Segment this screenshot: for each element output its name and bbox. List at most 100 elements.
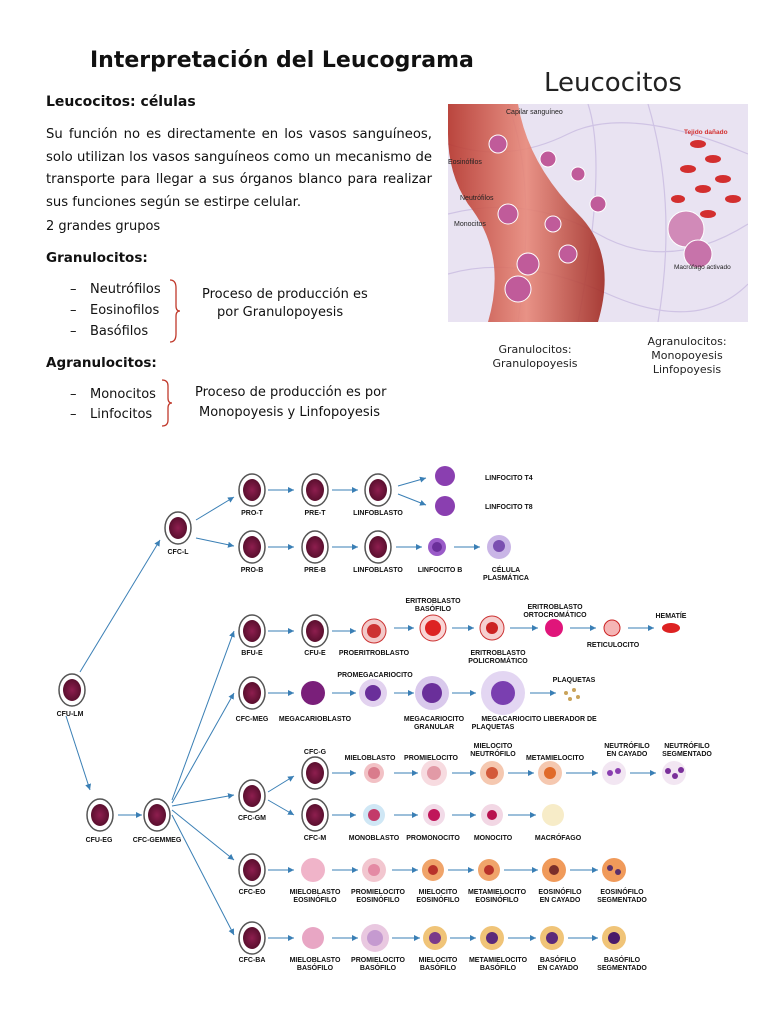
label: MIELOCITO — [474, 743, 513, 750]
list-item: –Monocitos — [70, 387, 156, 402]
label: ERITROBLASTO — [470, 650, 526, 657]
label: METAMIELOCITO — [468, 889, 527, 896]
label: BASÓFILO — [604, 955, 641, 964]
label: BASÓFILO — [297, 963, 334, 972]
label: POLICROMÁTICO — [468, 656, 528, 665]
label-macrofago: Macrófago activado — [674, 264, 731, 271]
label: PLAQUETAS — [553, 677, 596, 684]
label: BASÓFILO — [540, 955, 577, 964]
label: PLAQUETAS — [472, 724, 515, 731]
label: PRO-B — [241, 567, 264, 574]
label: NEUTRÓFILO — [664, 741, 710, 750]
label: MEGACARIOCITO — [404, 716, 465, 723]
label: PRO-T — [241, 510, 264, 517]
label: CFC-M — [304, 835, 327, 842]
label-eosinofilos: Eosinófilos — [448, 159, 482, 166]
label: METAMIELOCITO — [526, 755, 585, 762]
list-item: –Linfocitos — [70, 407, 153, 422]
label: NEUTRÓFILO — [470, 749, 516, 758]
label: CFC-G — [304, 749, 327, 756]
label: PLASMÁTICA — [483, 573, 529, 582]
label: MIELOBLASTO — [290, 957, 341, 964]
mature-cells — [301, 466, 686, 952]
groups-text: 2 grandes grupos — [46, 219, 161, 234]
label: BASÓFILO — [360, 963, 397, 972]
label: HEMATÍE — [656, 611, 687, 620]
figure-title: Leucocitos — [544, 68, 682, 98]
label: PRE-B — [304, 567, 326, 574]
list-item: –Eosinofilos — [70, 303, 160, 318]
label: BFU-E — [241, 650, 263, 657]
page-title: Interpretación del Leucograma — [90, 48, 474, 73]
label: EOSINÓFILO — [538, 887, 582, 896]
label: ORTOCROMÁTICO — [523, 610, 587, 619]
label: EN CAYADO — [538, 965, 579, 972]
label: CFU-EG — [86, 837, 113, 844]
granulo-note-2: por Granulopoyesis — [217, 305, 344, 320]
label: MEGACARIOCITO LIBERADOR DE — [481, 716, 597, 723]
list-item: –Neutrófilos — [70, 282, 161, 297]
label: BASÓFILO — [420, 963, 457, 972]
label: LINFOBLASTO — [353, 510, 403, 517]
label: CFC-GEMMEG — [133, 837, 182, 844]
label: PROERITROBLASTO — [339, 650, 410, 657]
label: CFC-MEG — [236, 716, 269, 723]
label: PROMIELOCITO — [351, 889, 405, 896]
label: MEGACARIOBLASTO — [279, 716, 352, 723]
label: EOSINÓFILO — [293, 895, 337, 904]
label: BASÓFILO — [415, 604, 452, 613]
brace-icon — [169, 279, 181, 343]
label: LINFOBLASTO — [353, 567, 403, 574]
label: METAMIELOCITO — [469, 957, 528, 964]
agranulocitos-heading: Agranulocitos: — [46, 355, 157, 371]
label: CFC-BA — [239, 957, 266, 964]
label: CFC-GM — [238, 815, 266, 822]
label-capilar: Capilar sanguíneo — [506, 109, 563, 116]
label: LINFOCITO T4 — [485, 475, 533, 482]
label: EN CAYADO — [540, 897, 581, 904]
granulocitos-heading: Granulocitos: — [46, 250, 148, 266]
label: CFC-EO — [239, 889, 266, 896]
label-neutrofilos: Neutrófilos — [460, 195, 494, 202]
hematopoiesis-diagram: CFU-LM CFC-L CFU-EG CFC-GEMMEG PRO-T PRE… — [57, 466, 713, 972]
label: CFU-LM — [57, 711, 84, 718]
label: PRE-T — [305, 510, 327, 517]
label: LINFOCITO B — [418, 567, 463, 574]
label: PROMEGACARIOCITO — [337, 672, 413, 679]
label: SEGMENTADO — [597, 965, 647, 972]
label: CÉLULA — [492, 565, 520, 574]
label: MONOCITO — [474, 835, 513, 842]
label-tejido: Tejido dañado — [684, 129, 728, 136]
stem-cells — [58, 473, 392, 955]
label: EOSINÓFILO — [416, 895, 460, 904]
caption-left: Granulocitos:Granulopoyesis — [492, 343, 578, 370]
label: MIELOCITO — [419, 889, 458, 896]
label: ERITROBLASTO — [527, 604, 583, 611]
label: MACRÓFAGO — [535, 833, 582, 842]
label: ERITROBLASTO — [405, 598, 461, 605]
agranulo-note-2: Monopoyesis y Linfopoyesis — [199, 405, 381, 420]
label: CFC-L — [168, 549, 190, 556]
label-monocitos: Monocitos — [454, 221, 486, 228]
label: MIELOBLASTO — [345, 755, 396, 762]
section-heading: Leucocitos: células — [46, 94, 196, 110]
agranulo-note-1: Proceso de producción es por — [195, 385, 387, 400]
label: BASÓFILO — [480, 963, 517, 972]
brace-icon — [161, 379, 173, 427]
label: EOSINÓFILO — [356, 895, 400, 904]
diagram-labels: CFU-LM CFC-L CFU-EG CFC-GEMMEG PRO-T PRE… — [57, 475, 713, 972]
label: PROMIELOCITO — [404, 755, 458, 762]
label: NEUTRÓFILO — [604, 741, 650, 750]
label: SEGMENTADO — [597, 897, 647, 904]
label: LINFOCITO T8 — [485, 504, 533, 511]
label: CFU-E — [304, 650, 326, 657]
label: RETICULOCITO — [587, 642, 640, 649]
label: EOSINÓFILO — [475, 895, 519, 904]
list-item: –Basófilos — [70, 324, 149, 339]
label: PROMONOCITO — [406, 835, 460, 842]
label: EOSINÓFILO — [600, 887, 644, 896]
granulo-note-1: Proceso de producción es — [202, 287, 368, 302]
label: PROMIELOCITO — [351, 957, 405, 964]
label: MONOBLASTO — [349, 835, 400, 842]
